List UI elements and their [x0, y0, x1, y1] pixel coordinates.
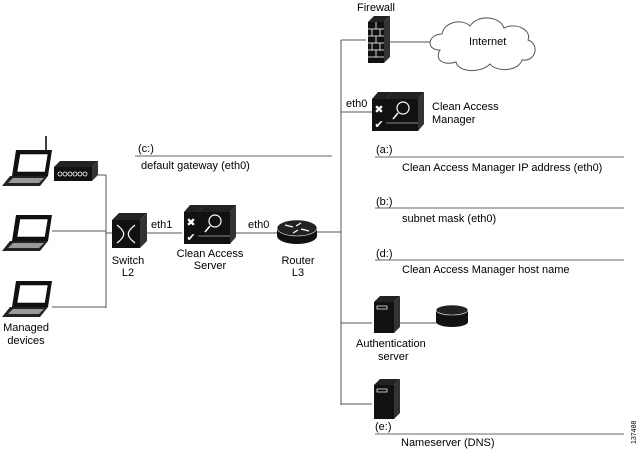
svg-text:✔: ✔ — [374, 118, 383, 131]
clean-access-server-icon: ✖ ✔ — [184, 205, 236, 244]
firewall-icon — [368, 16, 390, 63]
connection-lines — [52, 39, 436, 405]
router-label-line1: Router — [281, 255, 315, 267]
laptop-wireless-icon — [2, 136, 52, 186]
clean-access-manager-icon: ✖ ✔ — [372, 92, 424, 131]
field-d-desc: Clean Access Manager host name — [402, 264, 570, 276]
svg-text:✖: ✖ — [186, 216, 195, 229]
cas-label-line2: Server — [193, 260, 227, 272]
nameserver-label: Nameserver (DNS) — [401, 437, 495, 449]
auth-server-label-line2: server — [378, 351, 409, 363]
figure-number: 137488 — [631, 420, 638, 444]
laptop-icon — [2, 281, 52, 317]
managed-devices-label-line1: Managed — [3, 322, 49, 334]
field-d-tag: (d:) — [376, 248, 393, 260]
database-icon — [435, 304, 469, 327]
field-b-tag: (b:) — [376, 196, 393, 208]
field-a-tag: (a:) — [376, 144, 393, 156]
router-label-line2: L3 — [291, 267, 305, 279]
switch-label-line2: L2 — [121, 267, 135, 279]
svg-text:✔: ✔ — [186, 231, 195, 244]
field-e-tag: (e:) — [375, 421, 392, 433]
managed-devices-label-line2: devices — [7, 335, 45, 347]
authentication-server-icon — [374, 296, 400, 333]
cam-port-label: eth0 — [346, 98, 368, 110]
nameserver-icon — [374, 379, 400, 419]
switch-label-line1: Switch — [111, 255, 145, 267]
auth-server-label-line1: Authentication — [356, 338, 426, 350]
field-c-tag: (c:) — [138, 143, 154, 155]
switch-icon — [112, 213, 147, 248]
cam-label-line2: Manager — [432, 114, 476, 126]
internet-cloud-icon — [429, 17, 536, 71]
firewall-label: Firewall — [357, 2, 395, 14]
cas-label-line1: Clean Access — [176, 248, 244, 260]
field-b-desc: subnet mask (eth0) — [402, 213, 497, 225]
field-c-desc: default gateway (eth0) — [141, 160, 250, 172]
field-a-desc: Clean Access Manager IP address (eth0) — [402, 162, 603, 174]
svg-text:✖: ✖ — [374, 103, 383, 116]
cas-port-out-label: eth0 — [248, 219, 270, 231]
internet-label: Internet — [469, 36, 507, 48]
cam-label-line1: Clean Access — [432, 101, 499, 113]
field-lines — [135, 155, 624, 435]
hub-icon — [54, 161, 98, 181]
laptop-icon — [2, 215, 52, 251]
cas-port-in-label: eth1 — [151, 219, 173, 231]
router-icon — [276, 219, 318, 244]
